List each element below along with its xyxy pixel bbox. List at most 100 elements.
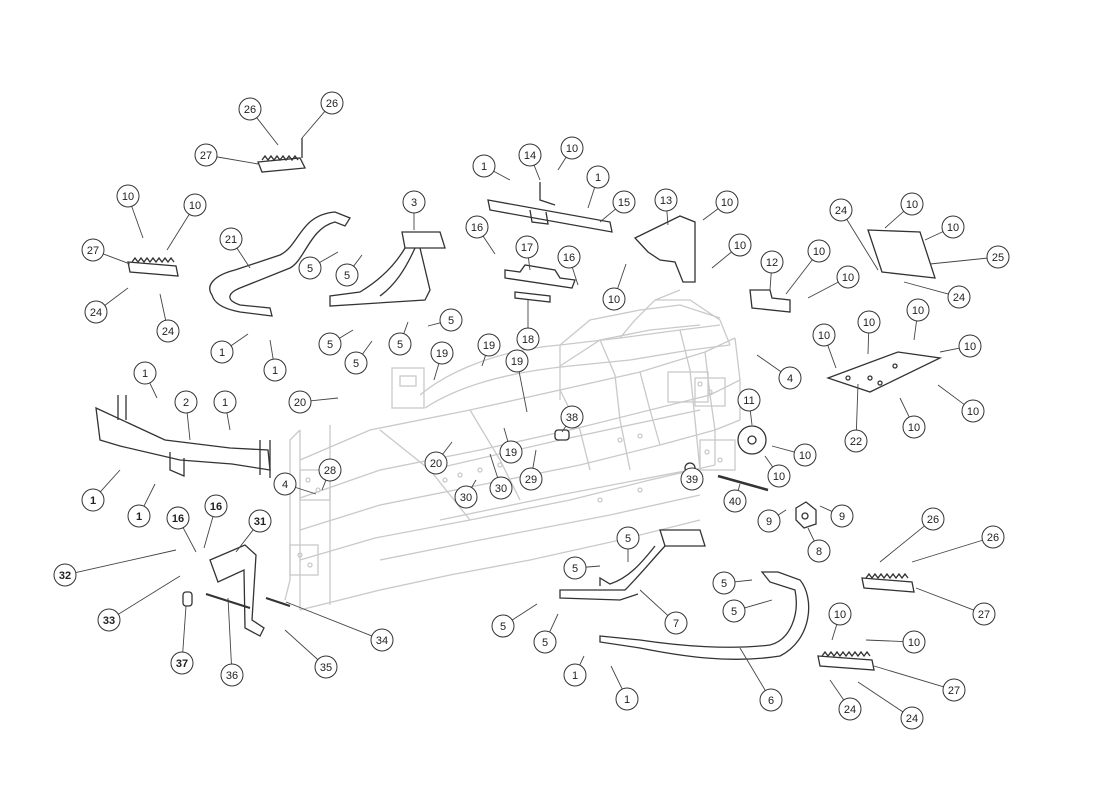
callout-4: 4: [274, 473, 296, 495]
callout-27: 27: [943, 679, 965, 701]
callout-number: 13: [660, 195, 672, 207]
leader-line: [735, 580, 752, 582]
callout-number: 1: [624, 694, 630, 706]
callout-number: 5: [731, 606, 737, 618]
callout-number: 10: [906, 199, 918, 211]
leader-line: [778, 510, 786, 515]
bracket-12: [750, 290, 790, 312]
callout-number: 4: [787, 373, 793, 385]
callout-number: 30: [495, 483, 507, 495]
leader-line: [757, 355, 781, 372]
callout-19: 19: [506, 350, 528, 372]
leader-line: [830, 680, 844, 700]
leader-line: [257, 118, 278, 145]
leader-line: [428, 323, 440, 326]
callout-number: 10: [189, 200, 201, 212]
leader-line: [295, 487, 316, 494]
leader-line: [103, 254, 130, 264]
callout-number: 5: [327, 339, 333, 351]
callout-number: 1: [136, 511, 142, 523]
callout-number: 17: [521, 242, 533, 254]
callout-16: 16: [167, 507, 189, 529]
callout-19: 19: [478, 334, 500, 356]
callout-number: 10: [863, 317, 875, 329]
callout-30: 30: [455, 486, 477, 508]
leader-line: [914, 321, 917, 340]
callout-10: 10: [962, 400, 984, 422]
leader-line: [904, 282, 948, 294]
callout-27: 27: [195, 144, 217, 166]
callout-number: 10: [908, 637, 920, 649]
callout-number: 10: [967, 406, 979, 418]
callout-1: 1: [214, 391, 236, 413]
leader-line: [320, 252, 338, 263]
callout-number: 5: [542, 637, 548, 649]
callout-number: 5: [721, 578, 727, 590]
callout-number: 9: [766, 516, 772, 528]
callout-number: 31: [254, 516, 266, 528]
callout-number: 9: [839, 511, 845, 523]
callout-number: 1: [142, 368, 148, 380]
callout-number: 24: [162, 326, 174, 338]
callout-number: 10: [818, 330, 830, 342]
callout-32: 32: [54, 564, 76, 586]
callout-number: 24: [844, 704, 856, 716]
callout-number: 28: [324, 465, 336, 477]
callout-6: 6: [760, 689, 782, 711]
callout-number: 30: [460, 492, 472, 504]
leader-line: [270, 340, 273, 359]
callout-number: 16: [563, 252, 575, 264]
callout-26: 26: [321, 92, 343, 114]
leader-line: [434, 364, 439, 380]
callout-1: 1: [264, 359, 286, 381]
callout-number: 5: [448, 315, 454, 327]
callout-1: 1: [128, 505, 150, 527]
callout-number: 10: [734, 240, 746, 252]
callout-1: 1: [134, 362, 156, 384]
bracket-17: [505, 265, 575, 288]
leader-line: [76, 550, 176, 573]
callout-number: 27: [948, 685, 960, 697]
callout-10: 10: [716, 191, 738, 213]
callout-number: 10: [773, 471, 785, 483]
callout-number: 37: [176, 658, 188, 670]
callout-number: 16: [210, 501, 222, 513]
leader-line: [600, 209, 616, 222]
callout-number: 15: [618, 197, 630, 209]
callout-10: 10: [903, 416, 925, 438]
callout-number: 5: [572, 563, 578, 575]
leader-line: [618, 264, 626, 289]
callout-number: 10: [799, 450, 811, 462]
leader-line: [765, 456, 773, 467]
callout-number: 8: [816, 546, 822, 558]
cover-plate-13: [635, 216, 695, 282]
leader-line: [533, 450, 536, 468]
leader-line: [580, 656, 584, 665]
leader-line: [750, 411, 752, 425]
callout-5: 5: [713, 572, 735, 594]
footpeg-top-left: [258, 158, 305, 172]
leader-line: [144, 484, 155, 506]
callout-number: 10: [566, 143, 578, 155]
leader-line: [925, 232, 943, 240]
callout-4: 4: [779, 367, 801, 389]
callout-17: 17: [516, 236, 538, 258]
callout-number: 10: [842, 272, 854, 284]
callout-10: 10: [942, 216, 964, 238]
callout-number: 27: [978, 609, 990, 621]
leader-line: [772, 446, 794, 452]
plate-18: [515, 292, 550, 302]
callout-number: 26: [244, 104, 256, 116]
callout-1: 1: [564, 664, 586, 686]
leader-line: [118, 576, 180, 614]
callout-5: 5: [534, 631, 556, 653]
callout-number: 29: [525, 474, 537, 486]
callout-number: 1: [90, 495, 96, 507]
callout-21: 21: [220, 228, 242, 250]
callout-number: 10: [813, 246, 825, 258]
leader-line: [504, 428, 508, 441]
leader-line: [828, 345, 836, 368]
callout-number: 1: [572, 670, 578, 682]
